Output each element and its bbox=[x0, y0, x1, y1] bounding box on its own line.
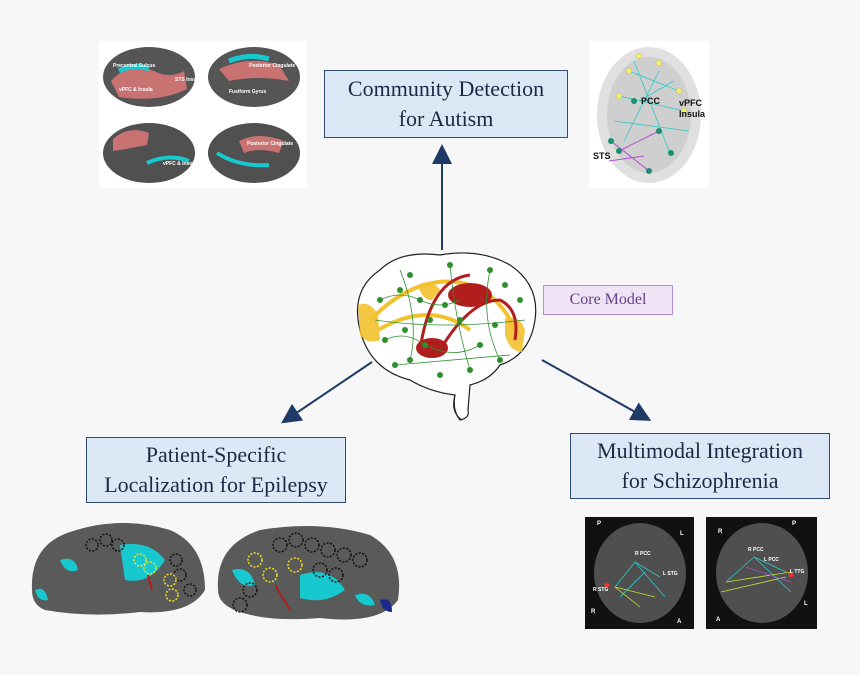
scan-left-label-rstg: R STG bbox=[593, 587, 609, 593]
label-precentral: Precentral Sulcus bbox=[113, 63, 156, 69]
cortex-maps-svg bbox=[103, 47, 300, 183]
scan-right-label-rpcc: R PCC bbox=[748, 547, 764, 553]
scan-left-label-p: P bbox=[597, 521, 602, 527]
scan-right-label-r: R bbox=[718, 529, 723, 535]
scan-right-label-lpcc: L PCC bbox=[764, 557, 779, 563]
autism-network-panel: PCC vPFC Insula STS bbox=[589, 41, 709, 188]
label-vpfc-insula-1: vPFC & Insula bbox=[119, 87, 153, 93]
red-tracts bbox=[418, 273, 518, 351]
scan-right-label-lttg: L TTG bbox=[790, 569, 805, 575]
epilepsy-brain-right bbox=[217, 526, 400, 620]
autism-cortex-panel: Somatosensory Cortex Precentral Sulcus S… bbox=[99, 41, 307, 188]
scan-left-label-rpcc: R PCC bbox=[635, 551, 651, 557]
scan-left-svg bbox=[594, 523, 686, 623]
scan-left-label-r: R bbox=[591, 609, 596, 615]
scan-left-label-a: A bbox=[677, 619, 682, 625]
autism-box-line1: Community Detection bbox=[347, 76, 545, 101]
autism-box-line2: for Autism bbox=[398, 106, 494, 131]
label-vpfc-insula-2: vPFC & Insula bbox=[163, 161, 197, 167]
epilepsy-box: Patient-Specific Localization for Epilep… bbox=[86, 437, 346, 503]
schizophrenia-scan-left: P L R PCC L STG R STG R A bbox=[585, 517, 694, 629]
schizophrenia-box-line2: for Schizophrenia bbox=[621, 468, 779, 493]
green-nodes bbox=[377, 262, 523, 378]
scan-right-svg bbox=[716, 523, 808, 623]
label-pcc: PCC bbox=[641, 96, 661, 106]
glass-brain-network-svg bbox=[597, 47, 701, 183]
label-sts: STS bbox=[593, 151, 611, 161]
cortex-view-bottom-right bbox=[208, 123, 300, 183]
label-fusiform: Fusiform Gyrus bbox=[229, 89, 267, 95]
schizophrenia-box-line1: Multimodal Integration bbox=[597, 438, 803, 463]
scan-right-label-p: P bbox=[792, 521, 797, 527]
scan-left-label-lstg: L STG bbox=[663, 571, 678, 577]
cortex-view-top-right bbox=[208, 47, 300, 107]
scan-right-label-a: A bbox=[716, 617, 721, 623]
label-somatosensory: Somatosensory Cortex bbox=[141, 43, 196, 49]
schizophrenia-scan-right: R P R PCC L PCC L TTG L A bbox=[706, 517, 817, 629]
label-post-cingulate-2: Posterior Cingulate bbox=[247, 141, 294, 147]
scan-left-label-l: L bbox=[680, 531, 684, 537]
label-post-cingulate-1: Posterior Cingulate bbox=[249, 63, 296, 69]
epilepsy-box-line1: Patient-Specific bbox=[145, 442, 287, 467]
epilepsy-brain-left bbox=[31, 522, 206, 615]
scan-right-label-l: L bbox=[804, 601, 808, 607]
core-model-label: Core Model bbox=[543, 285, 673, 315]
cortex-view-top-left bbox=[103, 47, 195, 107]
epilepsy-box-line2: Localization for Epilepsy bbox=[104, 472, 328, 497]
arrow-to-schizophrenia bbox=[541, 359, 652, 421]
cortex-view-bottom-left bbox=[103, 123, 195, 183]
label-insula: Insula bbox=[679, 109, 706, 119]
autism-box: Community Detection for Autism bbox=[324, 70, 568, 138]
schizophrenia-box: Multimodal Integration for Schizophrenia bbox=[570, 433, 830, 499]
label-sts-insula: STS Insula bbox=[175, 77, 201, 83]
arrow-to-epilepsy bbox=[281, 361, 373, 424]
label-vpfc: vPFC bbox=[679, 98, 703, 108]
